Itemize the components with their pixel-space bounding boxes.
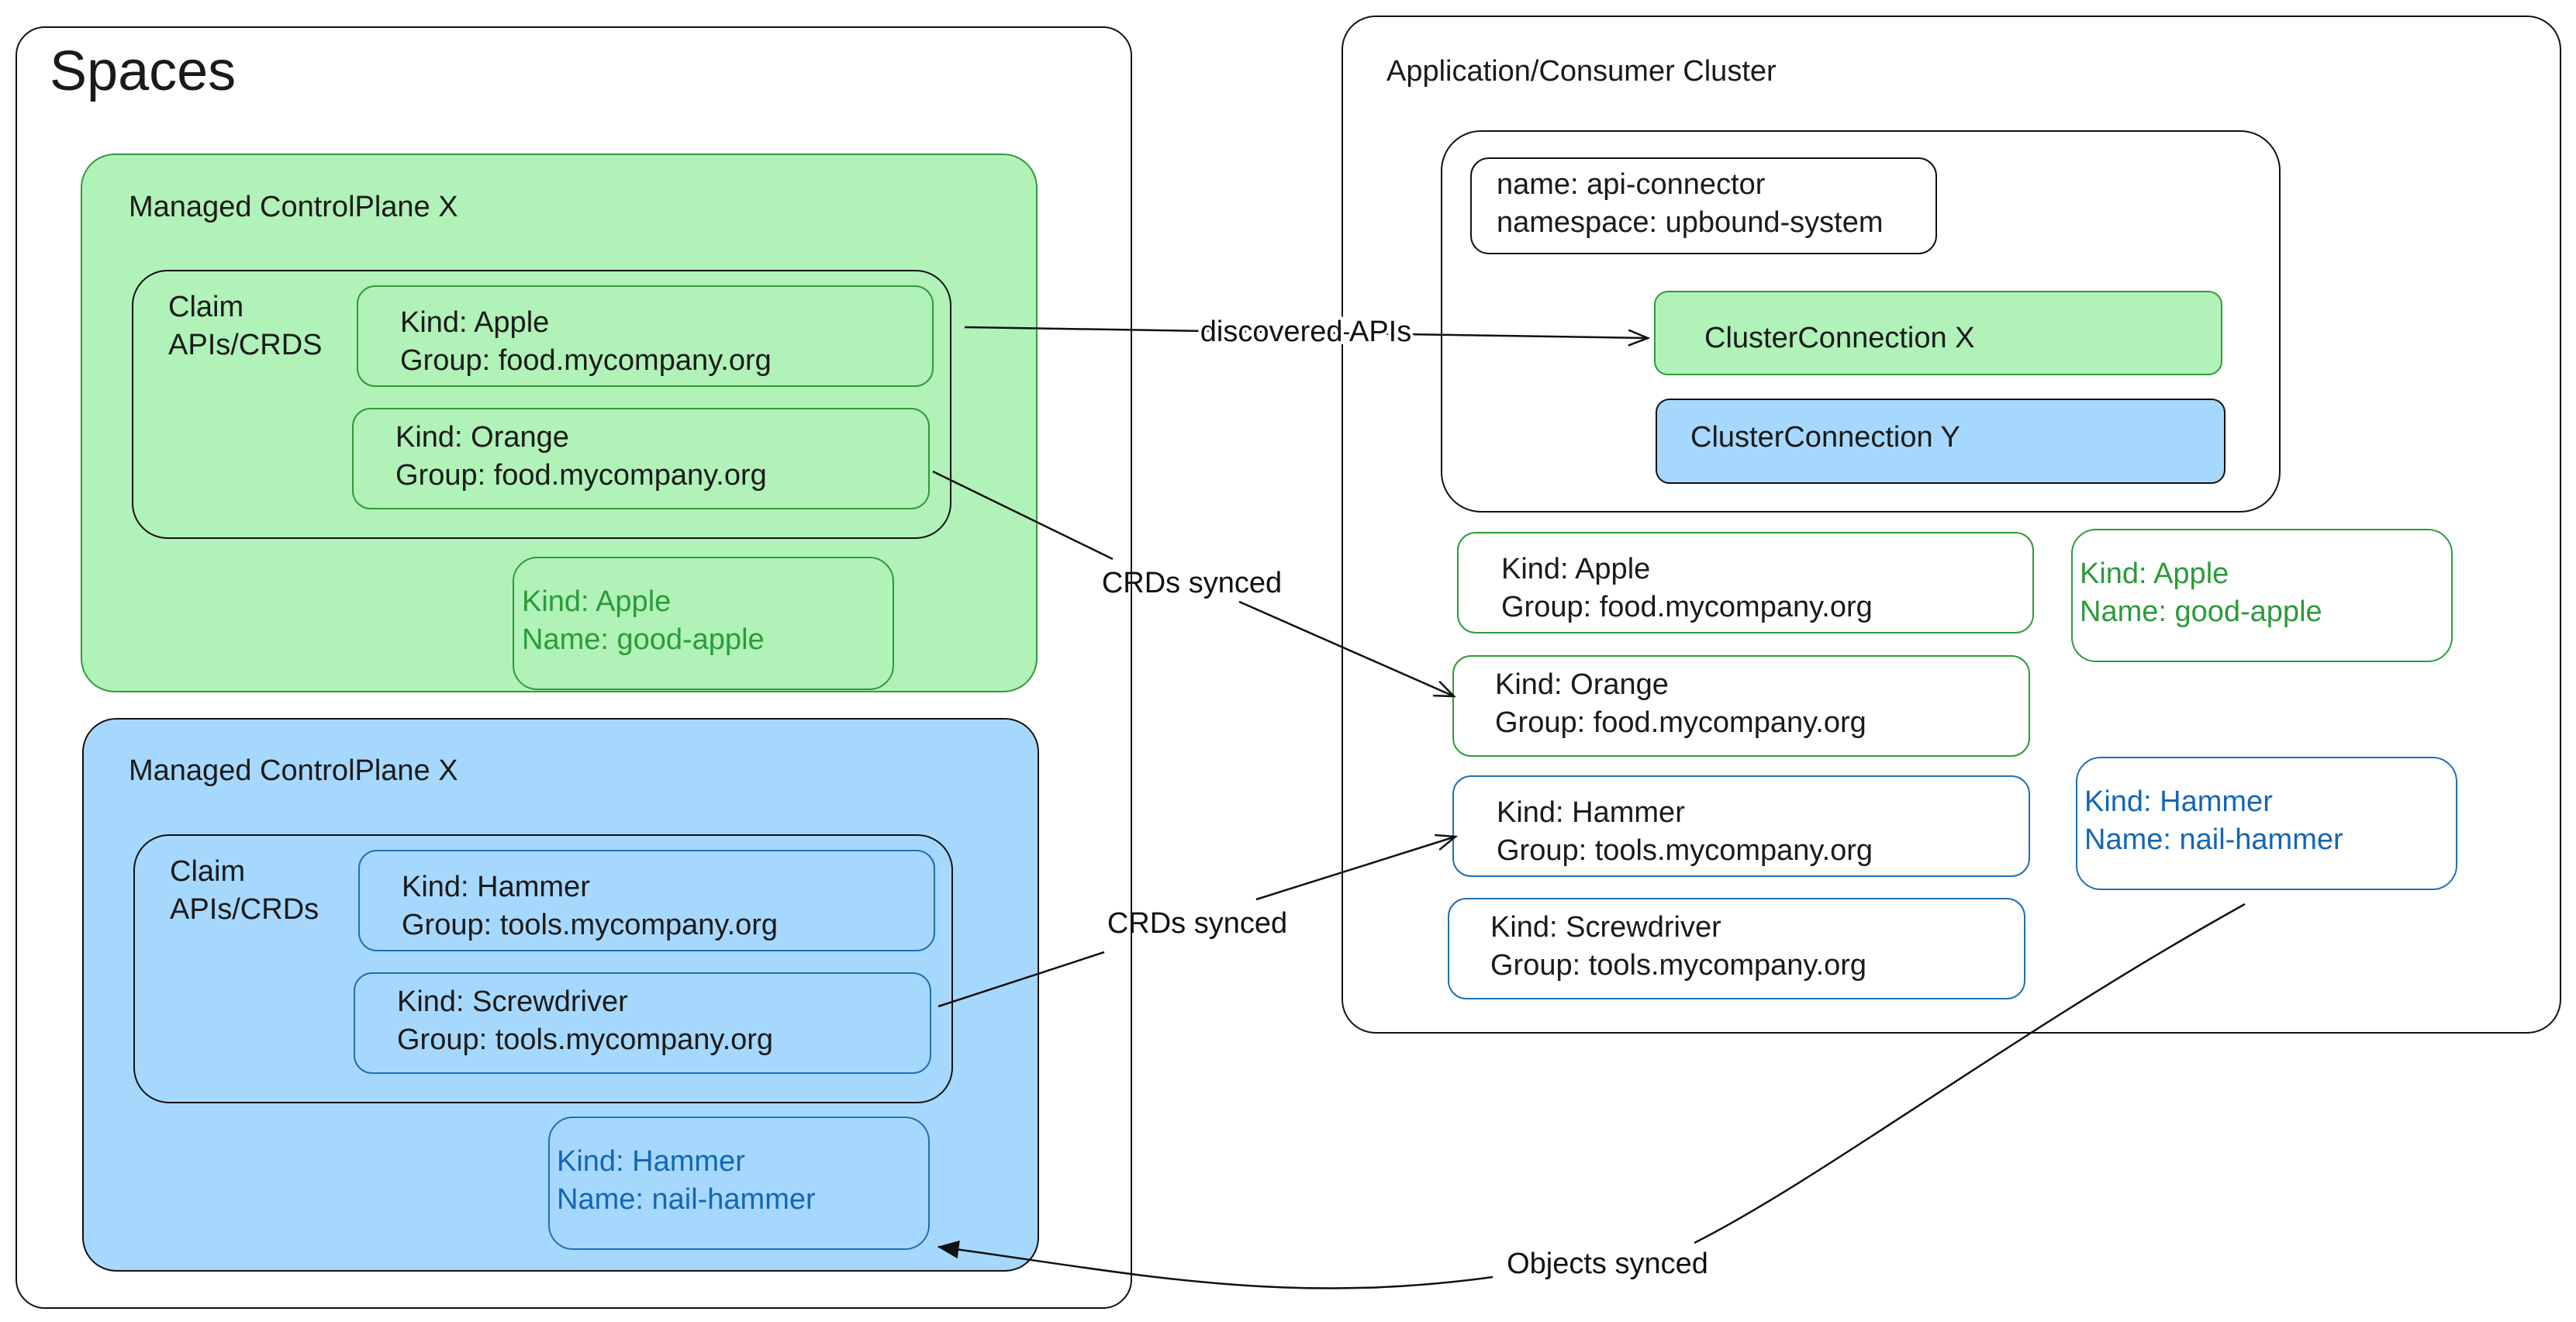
crd-apple-green[interactable] [357, 285, 934, 387]
consumer-object-apple-text: Kind: Apple Name: good-apple [2080, 557, 2322, 629]
object-hammer-blue[interactable] [548, 1117, 930, 1250]
consumer-crd-screwdriver[interactable] [1448, 898, 2025, 999]
objects-synced-label: Objects synced [1507, 1248, 1708, 1280]
consumer-object-apple[interactable] [2071, 529, 2453, 662]
cluster-connection-y-label: ClusterConnection Y [1690, 421, 1960, 454]
object-hammer-blue-text: Kind: Hammer Name: nail-hammer [557, 1145, 816, 1217]
crd-hammer-blue[interactable] [358, 850, 935, 951]
claim-apis-blue-label: Claim APIs/CRDs [170, 855, 319, 927]
claim-apis-green[interactable] [132, 270, 951, 539]
consumer-crd-apple[interactable] [1457, 532, 2034, 633]
consumer-object-hammer-text: Kind: Hammer Name: nail-hammer [2084, 785, 2343, 857]
crd-screwdriver-blue[interactable] [354, 972, 931, 1074]
consumer-crd-orange-text: Kind: Orange Group: food.mycompany.org [1495, 668, 1866, 740]
consumer-cluster-container [1342, 16, 2561, 1034]
crd-screwdriver-blue-text: Kind: Screwdriver Group: tools.mycompany… [397, 985, 774, 1057]
api-connector-box[interactable] [1470, 157, 1937, 254]
spaces-container [16, 26, 1132, 1309]
consumer-cluster-title: Application/Consumer Cluster [1386, 55, 1777, 88]
discovered-apis-label: discovered APIs [1200, 316, 1411, 348]
controlplane-green[interactable] [81, 154, 1038, 692]
object-apple-green[interactable] [513, 557, 894, 690]
discovered-apis-arrow [964, 326, 1648, 338]
crds-synced-arrow-2 [938, 837, 1455, 1008]
api-connector-group[interactable] [1441, 130, 2281, 513]
claim-apis-green-label: Claim APIs/CRDS [168, 291, 323, 362]
object-apple-green-text: Kind: Apple Name: good-apple [522, 585, 765, 657]
cluster-connection-x-label: ClusterConnection X [1704, 322, 1975, 354]
consumer-crd-hammer-text: Kind: Hammer Group: tools.mycompany.org [1497, 796, 1873, 868]
controlplane-blue-title: Managed ControlPlane X [129, 754, 458, 787]
cluster-connection-y[interactable] [1656, 399, 2226, 484]
consumer-crd-apple-text: Kind: Apple Group: food.mycompany.org [1501, 553, 1873, 624]
crd-orange-green-text: Kind: Orange Group: food.mycompany.org [395, 421, 767, 492]
spaces-title: Spaces [50, 40, 237, 102]
claim-apis-blue[interactable] [133, 834, 953, 1103]
objects-synced-arrow [938, 903, 2246, 1289]
controlplane-blue[interactable] [82, 718, 1039, 1272]
cluster-connection-x[interactable] [1654, 291, 2222, 375]
crd-hammer-blue-text: Kind: Hammer Group: tools.mycompany.org [402, 871, 779, 942]
crd-orange-green[interactable] [352, 408, 930, 509]
api-connector-text: name: api-connector namespace: upbound-s… [1497, 168, 1884, 240]
crds-synced-label-1: CRDs synced [1102, 567, 1282, 599]
consumer-object-hammer[interactable] [2076, 757, 2457, 890]
crds-synced-label-2: CRDs synced [1107, 907, 1287, 940]
crds-synced-arrow-1 [932, 470, 1454, 696]
controlplane-green-title: Managed ControlPlane X [129, 191, 458, 223]
crd-apple-green-text: Kind: Apple Group: food.mycompany.org [400, 306, 772, 378]
consumer-crd-screwdriver-text: Kind: Screwdriver Group: tools.mycompany… [1490, 911, 1867, 982]
